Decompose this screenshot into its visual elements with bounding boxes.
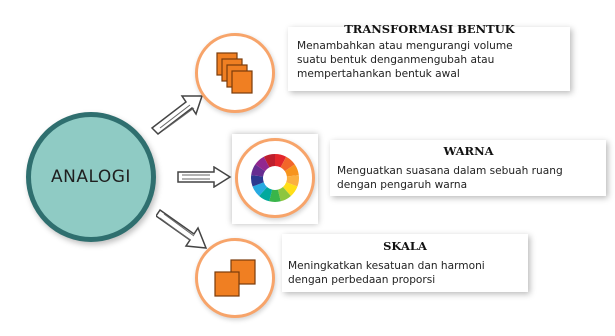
skala-line-1: Meningkatkan kesatuan dan harmoni <box>288 260 485 272</box>
analogi-hub: ANALOGI <box>26 112 156 242</box>
transformasi-line-1: Menambahkan atau mengurangi volume <box>297 40 513 52</box>
color-wheel-segment <box>251 175 264 187</box>
color-wheel-segment <box>263 154 275 168</box>
color-wheel-segment <box>269 189 281 202</box>
color-wheel-segment <box>280 156 295 172</box>
arrow-to-transformasi <box>150 95 204 135</box>
transformasi-line-2: suatu bentuk denganmengubah atau <box>297 54 495 66</box>
overlapping-squares-icon <box>214 259 256 297</box>
skala-node <box>195 238 275 318</box>
hub-label: ANALOGI <box>51 167 131 187</box>
transformasi-title: TRANSFORMASI BENTUK <box>344 22 515 36</box>
transformasi-node <box>195 33 275 113</box>
color-wheel-segment <box>282 182 298 196</box>
color-wheel-segment <box>255 156 270 172</box>
warna-line-2: dengan pengaruh warna <box>337 179 468 191</box>
color-wheel-icon <box>251 154 299 202</box>
skala-card: SKALA Meningkatkan kesatuan dan harmoni … <box>282 234 528 292</box>
transformasi-line-3: mempertahankan bentuk awal <box>297 68 460 80</box>
warna-node <box>235 138 315 218</box>
color-wheel-segment <box>284 164 299 177</box>
color-wheel-segment <box>251 164 266 177</box>
arrow-to-skala <box>156 208 208 249</box>
warna-card: WARNA Menguatkan suasana dalam sebuah ru… <box>330 140 606 196</box>
skala-title: SKALA <box>383 239 427 253</box>
color-wheel-segment <box>286 175 299 187</box>
skala-line-2: dengan perbedaan proporsi <box>288 274 436 286</box>
color-wheel-segment <box>275 154 287 168</box>
warna-title: WARNA <box>443 144 494 158</box>
color-wheel-segment <box>277 186 291 202</box>
transformasi-card: TRANSFORMASI BENTUK Menambahkan atau men… <box>288 22 570 91</box>
arrow-to-warna <box>177 166 232 188</box>
stacked-squares-icon <box>216 52 253 94</box>
color-wheel-segment <box>259 186 273 202</box>
warna-line-1: Menguatkan suasana dalam sebuah ruang <box>337 165 563 177</box>
color-wheel-segment <box>252 182 268 196</box>
